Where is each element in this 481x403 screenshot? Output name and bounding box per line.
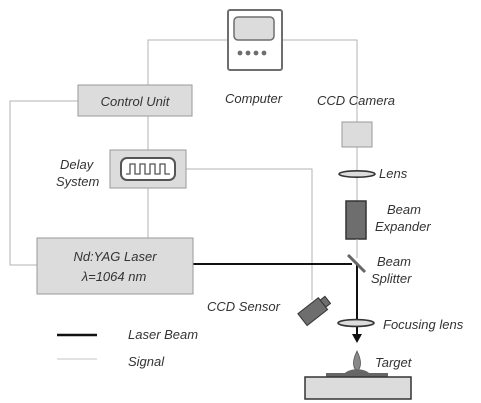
plasma-glow [345,369,369,373]
ccd-sensor-label: CCD Sensor [207,299,281,314]
legend-laser-beam-label: Laser Beam [128,327,198,342]
beam-expander-label-line1: Beam [387,202,421,217]
beam-splitter-icon [346,253,367,274]
beam-splitter-label-line1: Beam [377,254,411,269]
beam-splitter-label-line2: Splitter [371,271,412,286]
computer-button-4 [261,50,267,56]
signal-delay-sensor [186,168,313,300]
computer-screen [233,16,275,41]
computer-button-3 [253,50,259,56]
ccd-camera-label: CCD Camera [317,93,395,108]
lens-label: Lens [379,166,408,181]
signal-control-laser-loop [9,100,78,266]
pulse-wave-icon [126,163,170,175]
delay-label-line2: System [56,174,100,189]
plasma-plume [353,350,361,372]
control-unit-box [77,84,193,117]
beam-expander-label-line2: Expander [375,219,431,234]
target-label: Target [375,355,413,370]
target-top-plate [326,373,388,377]
beam-expander-box [345,200,367,240]
laser-label-line2: λ=1064 nm [81,269,147,284]
signal-lines [9,39,358,300]
laser-box [36,237,194,295]
delay-label-line1: Delay [60,157,95,172]
delay-system-screen [120,157,176,181]
lens-icon [338,170,376,179]
laser-label-line1: Nd:YAG Laser [73,249,157,264]
signal-computer-control [147,39,228,85]
target-stage [304,376,412,400]
signal-computer-camera [282,39,358,122]
beam-arrowhead [352,334,362,343]
legend-signal-label: Signal [128,354,165,369]
computer-button-1 [237,50,243,56]
computer [227,9,283,71]
control-unit-label: Control Unit [101,94,171,109]
focusing-lens-icon [337,318,375,328]
computer-button-2 [245,50,251,56]
computer-label: Computer [225,91,283,106]
ccd-sensor-icon [297,295,332,327]
ccd-camera-box [341,121,373,148]
focusing-lens-label: Focusing lens [383,317,464,332]
